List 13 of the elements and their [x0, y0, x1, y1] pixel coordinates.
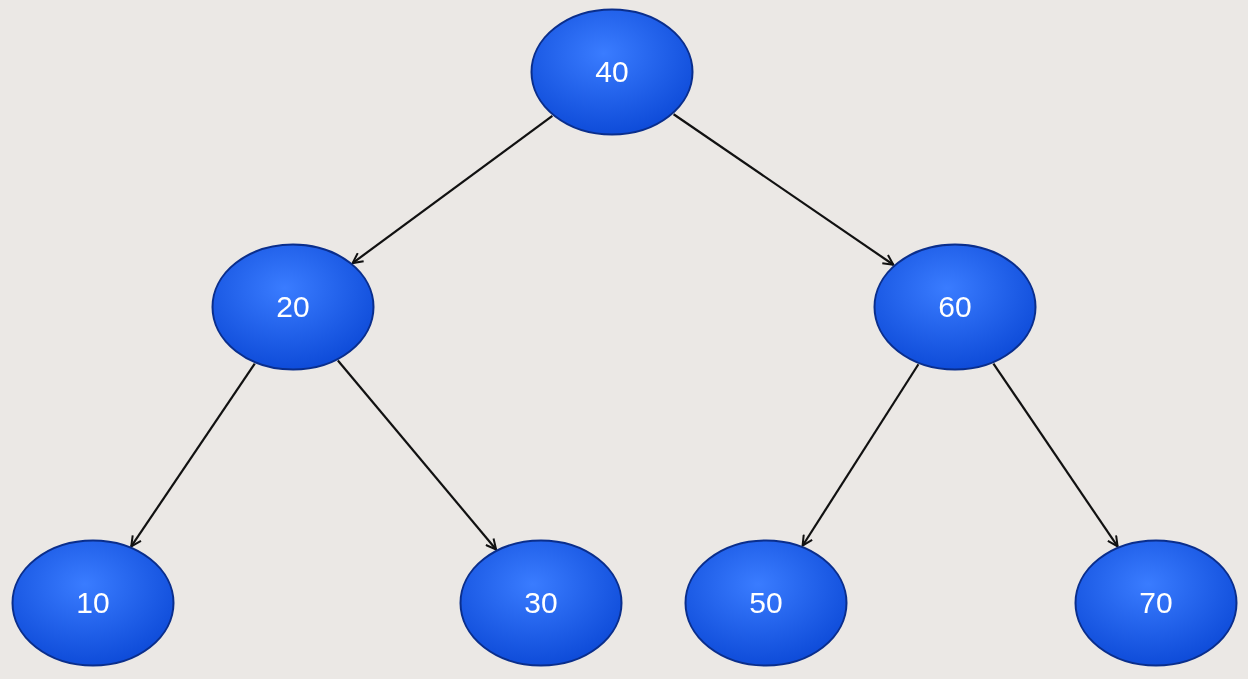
node-value: 10: [75, 586, 111, 620]
arrow: [351, 115, 554, 265]
node-value: 70: [1138, 586, 1174, 620]
arrow: [801, 363, 920, 547]
node-value: 20: [275, 290, 311, 324]
node-value: 60: [937, 290, 973, 324]
node-value: 40: [594, 55, 630, 89]
node-value: 50: [748, 586, 784, 620]
arrow: [992, 362, 1119, 548]
arrow: [337, 359, 498, 551]
arrow: [130, 363, 256, 548]
node-value: 30: [523, 586, 559, 620]
arrow: [673, 113, 895, 266]
